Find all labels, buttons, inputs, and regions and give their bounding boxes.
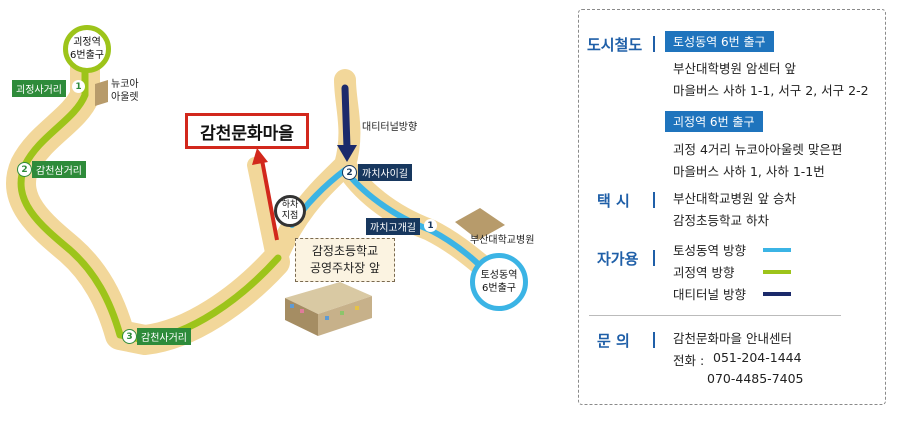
station-label-text: 감천삼거리 [36, 166, 82, 177]
toseong-station-name: 토성동역 [480, 270, 518, 281]
inquiry-phone-1: 051-204-1444 [713, 350, 802, 365]
route-from-goejeong [17, 56, 282, 344]
station-number-badge: 1 [424, 219, 437, 232]
station-gamcheon-samgeori: 감천삼거리 [32, 161, 86, 178]
station-label-text: 감천사거리 [141, 333, 187, 344]
village-arrowhead [252, 148, 268, 165]
taxi-dropoff: 감정초등학교 하차 [673, 213, 769, 228]
station-number-badge: 2 [342, 165, 357, 180]
subway-route1-stop: 부산대학병원 암센터 앞 [673, 61, 796, 76]
toseong-station-exit: 6번출구 [482, 283, 516, 294]
inquiry-phone-2: 070-4485-7405 [707, 371, 804, 386]
bus-stop-line2: 공영주차장 앞 [309, 261, 381, 275]
toseong-exit-badge: 토성동역 6번 출구 [665, 31, 774, 52]
school-building [285, 282, 372, 336]
goejeong-station-circle: 괴정역 6번출구 [63, 25, 111, 73]
tunnel-direction-label: 대티터널방향 [362, 122, 418, 133]
section-divider-bar [653, 332, 655, 348]
inquiry-section-title: 문 의 [597, 332, 630, 350]
inquiry-phone-label: 전화 : [673, 353, 705, 368]
subway-route2-stop: 괴정 4거리 뉴코아아울렛 맞은편 [673, 142, 843, 157]
village-arrow [260, 159, 279, 241]
station-number-badge: 3 [122, 329, 137, 344]
subway-route1-buses: 마을버스 사하 1-1, 서구 2, 서구 2-2 [673, 83, 869, 98]
bus-stop-line1: 감정초등학교 [311, 244, 379, 258]
hospital-building [455, 208, 505, 240]
dropoff-line1: 하차 [281, 200, 299, 210]
village-title-box: 감천문화마을 [185, 113, 309, 149]
newcore-building [95, 80, 108, 106]
car-legend-toseong-swatch [763, 248, 791, 252]
goejeong-station-name: 괴정역 [73, 37, 101, 48]
section-divider-bar [653, 36, 655, 52]
station-label-text: 까치사이길 [362, 169, 408, 180]
panel-divider [589, 315, 841, 316]
subway-route2-buses: 마을버스 사하 1, 사하 1-1번 [673, 164, 825, 179]
taxi-boarding: 부산대학교병원 앞 승차 [673, 191, 796, 206]
directions-panel: 도시철도 토성동역 6번 출구 부산대학병원 암센터 앞 마을버스 사하 1-1… [578, 9, 886, 405]
goejeong-station-exit: 6번출구 [70, 50, 104, 61]
toseong-station-circle: 토성동역 6번출구 [470, 253, 528, 311]
car-legend-toseong-label: 토성동역 방향 [673, 243, 746, 258]
road-backdrop [6, 35, 511, 355]
hospital-label: 부산대학교병원 [470, 235, 535, 246]
route-from-toseong [289, 167, 503, 288]
station-label-text: 괴정사거리 [16, 85, 62, 96]
dropoff-point-circle: 하차 지점 [274, 195, 306, 227]
bus-stop-box: 감정초등학교 공영주차장 앞 [295, 238, 395, 282]
station-label-text: 까치고개길 [370, 223, 416, 234]
station-kkachi-gogae-gil: 까치고개길 [366, 218, 420, 235]
section-divider-bar [653, 250, 655, 266]
goejeong-exit-badge: 괴정역 6번 출구 [665, 111, 763, 132]
tunnel-arrowhead [337, 145, 357, 162]
village-title: 감천문화마을 [200, 123, 294, 144]
station-kkachi-sai-gil: 까치사이길 [358, 164, 412, 181]
car-legend-goejeong-swatch [763, 270, 791, 274]
route-from-tunnel [341, 84, 351, 152]
station-number-badge: 2 [17, 162, 32, 177]
station-goejeong-crossroad: 괴정사거리 [12, 80, 66, 97]
newcore-outlet-label: 뉴코아 아울렛 [111, 79, 139, 103]
inquiry-center-name: 감천문화마을 안내센터 [673, 331, 792, 346]
car-section-title: 자가용 [597, 250, 639, 268]
dropoff-line2: 지점 [281, 211, 299, 221]
car-legend-goejeong-label: 괴정역 방향 [673, 265, 735, 280]
taxi-section-title: 택 시 [597, 192, 630, 210]
car-legend-tunnel-label: 대티터널 방향 [673, 287, 746, 302]
car-legend-tunnel-swatch [763, 292, 791, 296]
section-divider-bar [653, 192, 655, 208]
subway-section-title: 도시철도 [587, 36, 643, 54]
route-map: 괴정역 6번출구 토성동역 6번출구 하차 지점 감천문화마을 감정초등학교 공… [6, 25, 535, 355]
station-number-badge: 1 [72, 80, 85, 93]
station-gamcheon-sageori: 감천사거리 [137, 328, 191, 345]
